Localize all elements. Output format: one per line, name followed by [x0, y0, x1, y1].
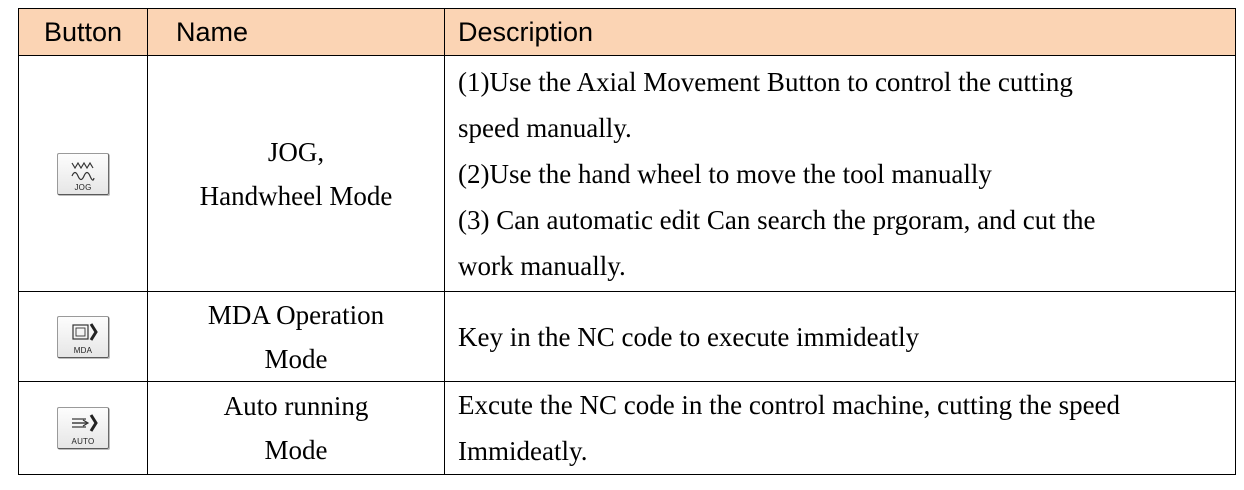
description-line: Excute the NC code in the control machin… [458, 390, 1121, 420]
description-line: (3) Can automatic edit Can search the pr… [458, 204, 1096, 235]
table-header-row: Button Name Description [18, 8, 1236, 56]
mode-name-line: JOG, [267, 136, 325, 167]
description-line: speed manually. [458, 112, 632, 143]
description-cell: Excute the NC code in the control machin… [444, 381, 1236, 475]
auto-caption: AUTO [71, 437, 95, 446]
description-line: work manually. [458, 250, 626, 281]
mode-buttons-table: Button Name Description JOG JOG, Handwhe… [18, 8, 1236, 475]
description-cell: (1)Use the Axial Movement Button to cont… [444, 55, 1236, 292]
mda-caption: MDA [73, 345, 93, 355]
description-line: Immideatly. [458, 436, 588, 466]
header-button: Button [18, 8, 148, 56]
description-line: (2)Use the hand wheel to move the tool m… [458, 158, 992, 189]
button-cell: AUTO [18, 381, 148, 475]
table-row-jog: JOG JOG, Handwheel Mode (1)Use the Axial… [18, 55, 1236, 292]
description-line: Key in the NC code to execute immideatly [458, 321, 920, 352]
description-cell: Key in the NC code to execute immideatly [444, 291, 1236, 382]
mda-mode-button[interactable]: MDA [57, 315, 109, 358]
name-cell: JOG, Handwheel Mode [147, 55, 445, 292]
mda-screen-icon [72, 322, 98, 341]
description-line: (1)Use the Axial Movement Button to cont… [458, 66, 1073, 97]
mode-name-line: Mode [264, 435, 328, 465]
auto-mode-button[interactable]: AUTO [57, 407, 109, 449]
button-cell: MDA [18, 291, 148, 382]
jog-wave-icon [71, 161, 95, 181]
jog-mode-button[interactable]: JOG [57, 152, 109, 195]
header-description: Description [444, 8, 1236, 56]
mode-name-line: Mode [264, 343, 328, 374]
mode-name-line: MDA Operation [207, 299, 385, 330]
auto-arrow-icon [72, 414, 98, 432]
table-row-mda: MDA MDA Operation Mode Key in the NC cod… [18, 291, 1236, 382]
table-row-auto: AUTO Auto running Mode Excute the NC cod… [18, 381, 1236, 475]
name-cell: Auto running Mode [147, 381, 445, 475]
mode-name-line: Handwheel Mode [199, 180, 393, 211]
jog-caption: JOG [74, 182, 92, 192]
mode-name-line: Auto running [223, 391, 369, 421]
header-name: Name [147, 8, 445, 56]
name-cell: MDA Operation Mode [147, 291, 445, 382]
button-cell: JOG [18, 55, 148, 292]
